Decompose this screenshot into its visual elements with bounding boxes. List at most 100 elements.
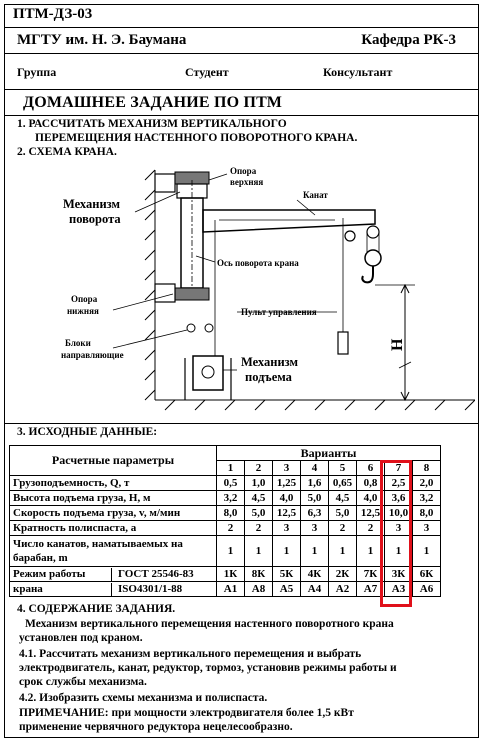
divider — [5, 89, 478, 90]
row-label: Число канатов, наматываемых на барабан, … — [9, 535, 217, 567]
divider — [5, 423, 478, 424]
content-p1b: установлен под краном. — [19, 632, 143, 644]
table-cell: 2 — [216, 520, 245, 536]
leader-lines — [112, 173, 337, 371]
variant-col: 4 — [300, 460, 329, 476]
label-blocks-1: Блоки — [65, 338, 91, 348]
content-p2a: 4.1. Рассчитать механизм вертикального п… — [19, 648, 362, 660]
top-bracket — [154, 173, 176, 193]
crane-diagram: Механизм поворота Опора верхняя Канат Ос… — [61, 166, 475, 411]
label-lift-2: подъема — [245, 370, 293, 384]
break-mark — [398, 361, 412, 369]
wall — [144, 169, 475, 411]
table-cell: 1 — [272, 535, 301, 567]
label-axis: Ось поворота крана — [217, 258, 299, 268]
document-code: ПТМ-ДЗ-03 — [13, 6, 93, 22]
table-cell: A2 — [328, 581, 357, 597]
group-label: Группа — [17, 65, 57, 79]
divider — [5, 53, 478, 54]
table-cell: A4 — [300, 581, 329, 597]
table-cell: 2,0 — [412, 475, 441, 491]
table-cell: A6 — [412, 581, 441, 597]
variant-col: 1 — [216, 460, 245, 476]
table-cell: 4,5 — [328, 490, 357, 506]
control-pendant — [337, 331, 349, 355]
table-cell: 1 — [216, 535, 245, 567]
content-p2b: электродвигатель, канат, редуктор, тормо… — [19, 662, 397, 674]
table-row: Кратность полиспаста, а 2 2 3 3 2 2 3 3 — [9, 520, 441, 536]
selected-variant-highlight — [380, 460, 412, 607]
variants-header: Варианты — [216, 445, 441, 461]
variant-col: 2 — [244, 460, 273, 476]
table-cell: A8 — [244, 581, 273, 597]
label-lift-1: Механизм — [241, 355, 299, 369]
task-line-2: ПЕРЕМЕЩЕНИЯ НАСТЕННОГО ПОВОРОТНОГО КРАНА… — [35, 132, 358, 144]
task-line-1: 1. РАССЧИТАТЬ МЕХАНИЗМ ВЕРТИКАЛЬНОГО — [17, 118, 287, 130]
row-label: Грузоподъемность, Q, т — [9, 475, 217, 491]
arrow-up — [400, 283, 410, 294]
table-cell: 2 — [244, 520, 273, 536]
note-line-1: ПРИМЕЧАНИЕ: при мощности электродвигател… — [19, 707, 354, 719]
note-label: ПРИМЕЧАНИЕ: — [19, 707, 109, 719]
guide-block — [186, 323, 196, 333]
lifting-mechanism — [192, 355, 224, 391]
table-cell: 1К — [216, 566, 245, 582]
table-cell: 5К — [272, 566, 301, 582]
divider — [5, 27, 478, 28]
table-cell: 8,0 — [216, 505, 245, 521]
table-cell: 0,5 — [216, 475, 245, 491]
table-cell: A7 — [356, 581, 385, 597]
table-cell: 5,0 — [244, 505, 273, 521]
table-cell: A1 — [216, 581, 245, 597]
table-cell: 4К — [300, 566, 329, 582]
label-rotation-1: Механизм — [63, 197, 121, 211]
row-label: Кратность полиспаста, а — [9, 520, 217, 536]
table-cell: 6,3 — [300, 505, 329, 521]
guide-block — [204, 323, 214, 333]
note-line-2: применение червячного редуктора нецелесо… — [19, 721, 293, 733]
label-height: Н — [389, 338, 406, 351]
table-cell: 3 — [300, 520, 329, 536]
table-cell: 2 — [328, 520, 357, 536]
table-cell: 3 — [412, 520, 441, 536]
label-rope: Канат — [303, 190, 328, 200]
table-cell: 1 — [300, 535, 329, 567]
table-cell: 3,2 — [412, 490, 441, 506]
note-text: при мощности электродвигателя более 1,5 … — [108, 707, 354, 719]
table-cell: 8К — [244, 566, 273, 582]
table-cell: 1,25 — [272, 475, 301, 491]
param-header: Расчетные параметры — [9, 445, 217, 476]
content-p1a: Механизм вертикального перемещения насте… — [25, 618, 394, 630]
label-bottom-support-2: нижняя — [67, 306, 99, 316]
table-cell: 1 — [244, 535, 273, 567]
university-name: МГТУ им. Н. Э. Баумана — [17, 32, 187, 48]
table-cell: 3 — [272, 520, 301, 536]
table-cell: A5 — [272, 581, 301, 597]
table-cell: 2,5 — [384, 475, 413, 491]
row-label: Скорость подъема груза, v, м/мин — [9, 505, 217, 521]
student-label: Студент — [185, 65, 229, 79]
variant-col: 5 — [328, 460, 357, 476]
crane-boom — [202, 209, 376, 233]
divider — [5, 115, 478, 116]
table-cell: 1,6 — [300, 475, 329, 491]
table-cell: 1 — [328, 535, 357, 567]
guide-pulley — [344, 230, 356, 242]
parameters-table: Расчетные параметры Варианты 1 2 3 4 5 6… — [9, 445, 441, 597]
variant-col: 8 — [412, 460, 441, 476]
table-cell: 5,0 — [300, 490, 329, 506]
label-bottom-support-1: Опора — [71, 294, 98, 304]
table-cell: 7К — [356, 566, 385, 582]
table-cell: 0,65 — [328, 475, 357, 491]
table-row: Скорость подъема груза, v, м/мин 8,0 5,0… — [9, 505, 441, 521]
data-heading: 3. ИСХОДНЫЕ ДАННЫЕ: — [17, 426, 158, 438]
table-cell: 3,2 — [216, 490, 245, 506]
table-row: Высота подъема груза, Н, м 3,2 4,5 4,0 5… — [9, 490, 441, 506]
gost-label: ГОСТ 25546-83 — [111, 567, 194, 581]
ropes-label-1: Число канатов, наматываемых на — [13, 538, 183, 550]
table-cell: 1 — [412, 535, 441, 567]
